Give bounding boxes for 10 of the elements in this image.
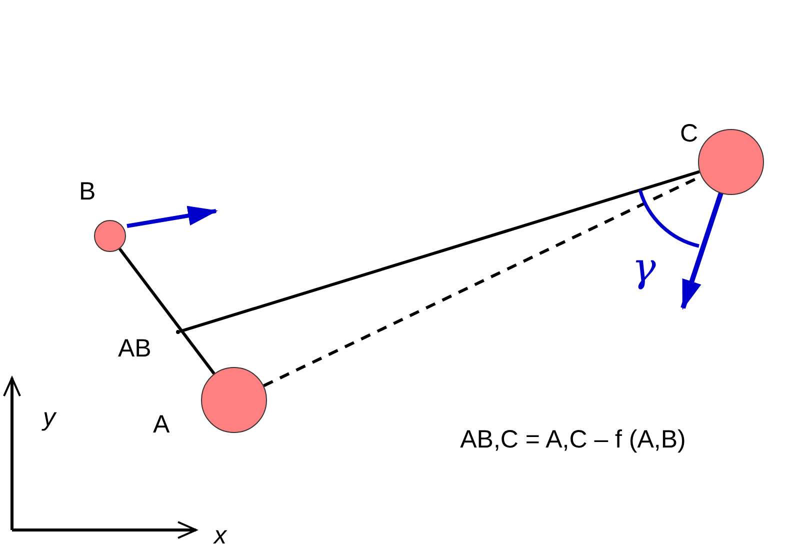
formula: AB,C = A,C – f (A,B): [460, 428, 686, 452]
line: [179, 170, 700, 333]
point-label: C: [680, 122, 698, 146]
point-label: AB: [118, 336, 152, 362]
point-label: B: [79, 180, 96, 204]
line: [118, 248, 216, 375]
point-label: A: [153, 412, 170, 438]
axis-label: x: [214, 524, 226, 548]
angle-label: γ: [632, 248, 656, 288]
axis-label: y: [43, 406, 56, 430]
